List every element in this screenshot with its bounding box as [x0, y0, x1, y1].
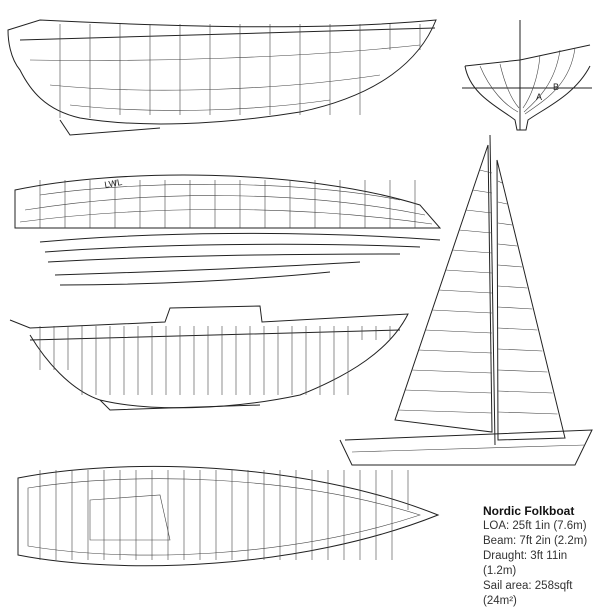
drawing-line — [497, 243, 518, 247]
drawing-line — [497, 222, 513, 226]
drawing-line — [497, 285, 528, 289]
body-plan: A B — [462, 20, 592, 131]
drawing-line — [497, 369, 548, 373]
spec-draught: Draught: 3ft 11in (1.2m) — [483, 550, 568, 577]
boat-title: Nordic Folkboat — [483, 504, 575, 518]
station-label-a: A — [536, 92, 542, 102]
construction-section — [9, 305, 409, 411]
drawing-line — [497, 264, 523, 268]
spec-beam: Beam: 7ft 2in (2.2m) — [483, 535, 588, 547]
drawing-line — [472, 189, 493, 194]
profile-plan — [7, 19, 437, 136]
drawing-line — [397, 409, 493, 414]
drawing-line — [404, 389, 493, 394]
drawing-line — [497, 180, 503, 184]
drawing-line — [497, 201, 508, 205]
drawing-line — [452, 249, 493, 254]
spec-loa: LOA: 25ft 1in (7.6m) — [483, 520, 587, 532]
sail-plan — [339, 134, 593, 466]
drawing-line — [497, 306, 533, 310]
drawing-line — [497, 411, 558, 415]
drawing-line — [497, 348, 543, 352]
half-breadth-plan: LWL — [14, 174, 442, 229]
spec-sail-area: Sail area: 258sqft (24m²) — [483, 580, 573, 607]
drawing-line — [479, 169, 493, 174]
lwl-label: LWL — [104, 177, 123, 190]
drawing-line — [465, 209, 493, 214]
buttock-lines — [39, 232, 441, 286]
drawing-line — [411, 369, 493, 374]
specifications-block: Nordic Folkboat LOA: 25ft 1in (7.6m) Bea… — [483, 504, 600, 609]
drawing-line — [425, 329, 493, 334]
station-label-b: B — [553, 82, 559, 92]
deck-plan — [17, 465, 440, 567]
drawing-line — [459, 229, 493, 234]
drawing-line — [497, 390, 553, 394]
drawing-line — [418, 349, 493, 354]
drawing-line — [431, 309, 493, 314]
drawing-line — [438, 289, 493, 294]
drawing-line — [445, 269, 493, 274]
drawing-line — [497, 327, 538, 331]
boat-plans-drawing: A B LWL — [7, 19, 593, 567]
